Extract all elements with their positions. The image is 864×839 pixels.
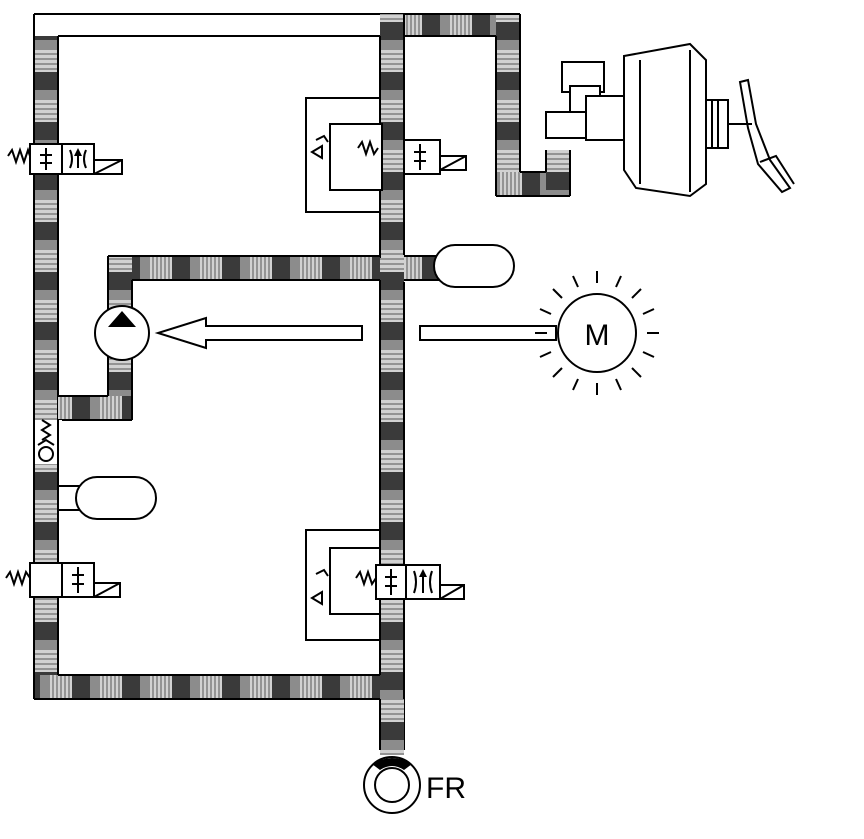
solenoid-valve-top-right	[305, 97, 467, 213]
solenoid-valve-bottom-right	[305, 529, 465, 641]
accumulator-lower	[58, 476, 157, 520]
pipe-left-loop	[33, 13, 404, 700]
solenoid-valve-left-bottom	[5, 562, 121, 598]
accumulator-upper	[404, 244, 515, 288]
motor-shaft	[419, 325, 557, 341]
wheel-cylinder-fr: FR	[363, 756, 466, 814]
motor-rays	[535, 271, 659, 395]
pipe-to-master-cylinder	[404, 13, 571, 197]
pipe-central	[379, 14, 405, 755]
brake-pedal	[728, 78, 795, 194]
pump	[94, 305, 150, 361]
motor: M	[535, 271, 659, 395]
pipe-pump-line	[58, 255, 380, 421]
drive-arrow	[154, 316, 363, 350]
master-cylinder-booster	[545, 42, 729, 198]
wheel-label: FR	[426, 772, 466, 805]
motor-label: M	[585, 319, 610, 352]
check-valve-left	[30, 419, 62, 464]
solenoid-valve-left-top	[7, 143, 123, 175]
